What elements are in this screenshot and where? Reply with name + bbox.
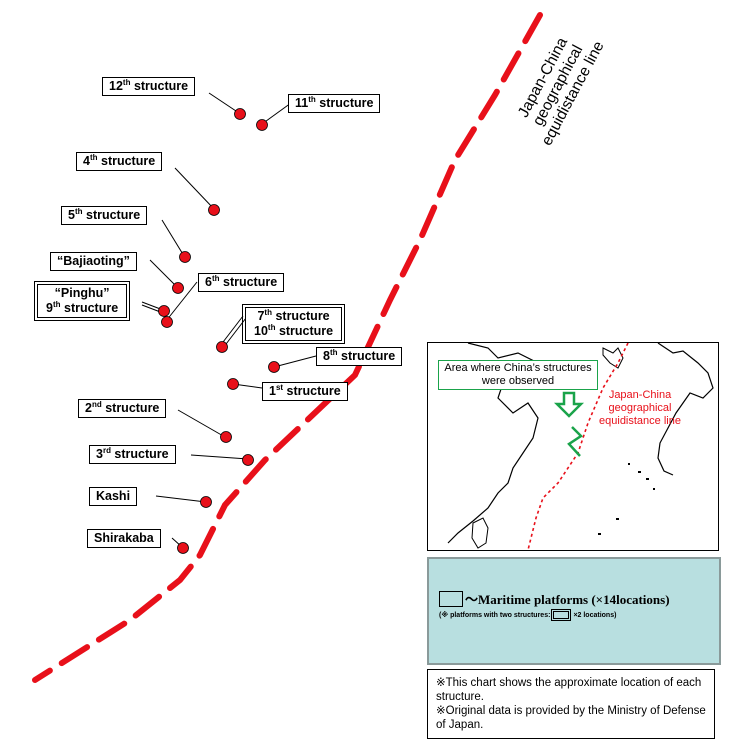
label-3rd-structure: 3rd structure xyxy=(89,445,176,464)
label-kashi: Kashi xyxy=(89,487,138,506)
dot-bajiaoting xyxy=(172,282,184,294)
dot-1st-structure xyxy=(227,378,239,390)
label-12th-structure: 12th structure xyxy=(102,77,196,96)
label-bajiaoting: “Bajiaoting” xyxy=(50,252,137,271)
legend-sub-text-before: (※ platforms with two structures: xyxy=(439,612,551,619)
legend-sub-row: (※ platforms with two structures: ×2 loc… xyxy=(439,609,617,621)
inset-japan-coast xyxy=(657,343,714,476)
legend-double-box-swatch xyxy=(551,609,572,621)
label-1st-structure: 1st structure xyxy=(262,382,348,401)
structure-dots xyxy=(158,108,280,554)
inset-mainland-coast xyxy=(447,343,539,544)
dot-12th-structure xyxy=(234,108,246,120)
inset-overview-map: Area where China’s structures were obser… xyxy=(427,342,719,551)
dot-8th-structure xyxy=(268,361,280,373)
inset-equidistance-label: Japan-China geographical equidistance li… xyxy=(599,389,681,427)
label-shirakaba: Shirakaba xyxy=(87,529,161,548)
dot-4th-structure xyxy=(208,204,220,216)
label-pinghu-9th-structure: “Pinghu” 9th structure xyxy=(33,281,131,321)
dot-3rd-structure xyxy=(242,454,254,466)
label-6th-structure: 6th structure xyxy=(198,273,285,292)
label-8th-structure: 8th structure xyxy=(316,347,403,366)
inset-map-graphic xyxy=(447,343,714,550)
dot-7th-10th-structure xyxy=(216,341,228,353)
inset-structure-area-marker xyxy=(567,426,583,457)
dot-2nd-structure xyxy=(220,431,232,443)
inset-islands xyxy=(598,463,655,535)
legend-main-text: 〜Maritime platforms (×14locations) xyxy=(465,592,670,607)
legend: 〜Maritime platforms (×14locations) (※ pl… xyxy=(427,557,721,665)
dot-pinghu xyxy=(158,305,170,317)
inset-observed-area-label: Area where China’s structures were obser… xyxy=(438,360,598,390)
dot-6th-structure xyxy=(161,316,173,328)
label-4th-structure: 4th structure xyxy=(76,152,163,171)
label-7th-10th-structure: 7th structure 10th structure xyxy=(241,304,346,344)
legend-single-box-swatch xyxy=(439,590,463,607)
note-line-2: ※Original data is provided by the Minist… xyxy=(436,705,706,731)
dot-11th-structure xyxy=(256,119,268,131)
legend-sub-text-after: ×2 locations) xyxy=(573,611,617,619)
label-11th-structure: 11th structure xyxy=(288,94,381,113)
inset-down-arrow-icon xyxy=(553,391,585,418)
label-5th-structure: 5th structure xyxy=(61,206,148,225)
legend-main-row: 〜Maritime platforms (×14locations) xyxy=(439,589,670,608)
note-line-1: ※This chart shows the approximate locati… xyxy=(436,677,702,703)
equidistance-line xyxy=(32,12,543,683)
notes-box: ※This chart shows the approximate locati… xyxy=(427,669,715,739)
inset-taiwan-coast xyxy=(471,517,489,549)
label-2nd-structure: 2nd structure xyxy=(78,399,167,418)
inset-korea-coast xyxy=(602,347,624,369)
dot-shirakaba xyxy=(177,542,189,554)
dot-5th-structure xyxy=(179,251,191,263)
dot-kashi xyxy=(200,496,212,508)
